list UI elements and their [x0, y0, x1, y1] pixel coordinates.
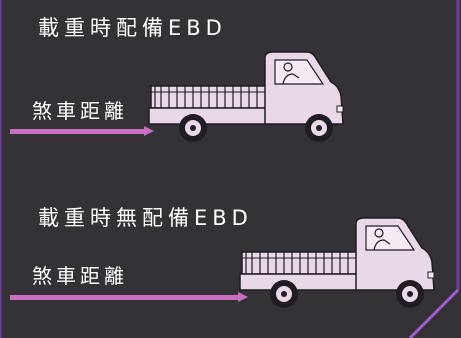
distance-label-without-ebd: 煞車距離	[32, 264, 128, 288]
pickup-truck-icon	[148, 51, 344, 142]
title-with-ebd: 載重時配備EBD	[38, 16, 227, 40]
braking-distance-arrow-without-ebd	[10, 292, 248, 302]
braking-distance-arrow-with-ebd	[10, 126, 154, 136]
pickup-truck-icon-2	[239, 217, 435, 308]
distance-label-with-ebd: 煞車距離	[32, 99, 128, 123]
title-without-ebd: 載重時無配備EBD	[38, 206, 253, 230]
